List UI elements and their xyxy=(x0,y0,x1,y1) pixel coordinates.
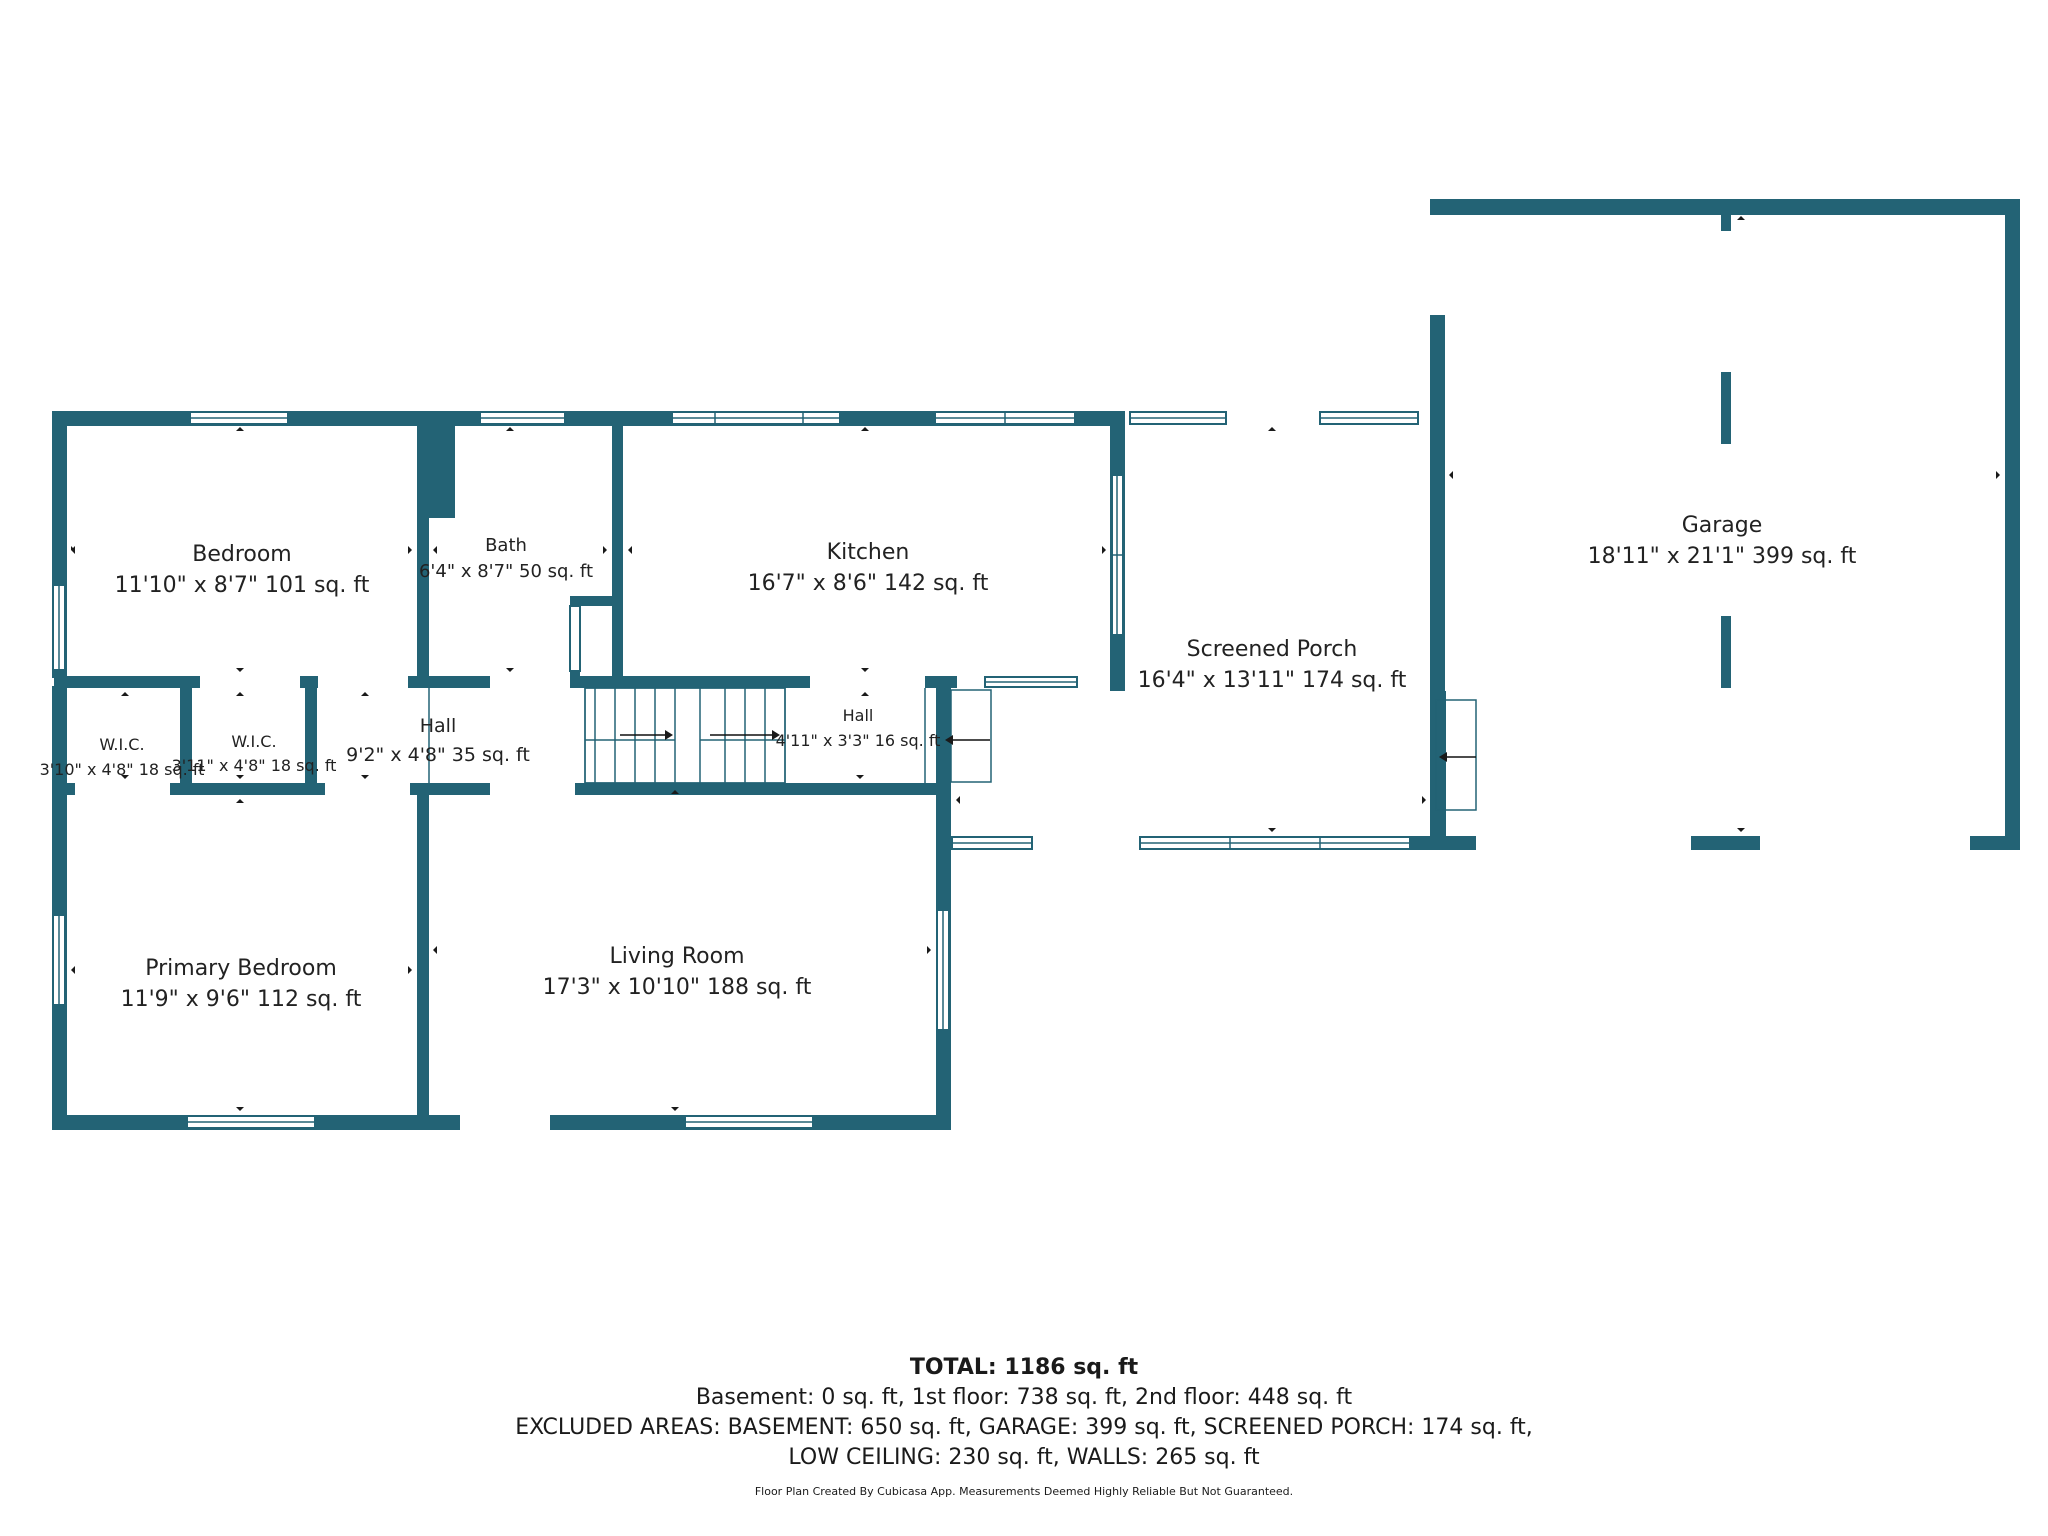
total-area: TOTAL: 1186 sq. ft xyxy=(909,1355,1139,1380)
room-name-wic-2: W.I.C. xyxy=(231,732,276,751)
excluded-areas-line-1: EXCLUDED AREAS: BASEMENT: 650 sq. ft, GA… xyxy=(515,1415,1533,1440)
room-dims-wic-1: 3'10" x 4'8" 18 sq. ft xyxy=(40,760,205,779)
room-dims-wic-2: 3'11" x 4'8" 18 sq. ft xyxy=(172,756,337,775)
room-dims-bath: 6'4" x 8'7" 50 sq. ft xyxy=(419,561,593,582)
stair-arrows xyxy=(620,730,1476,762)
dimension-ticks xyxy=(71,216,2000,1111)
room-name-kitchen: Kitchen xyxy=(827,540,910,565)
room-dims-hall-2: 4'11" x 3'3" 16 sq. ft xyxy=(776,731,941,750)
room-dims-living-room: 17'3" x 10'10" 188 sq. ft xyxy=(543,975,812,1000)
floor-areas: Basement: 0 sq. ft, 1st floor: 738 sq. f… xyxy=(695,1385,1353,1410)
room-dims-garage: 18'11" x 21'1" 399 sq. ft xyxy=(1588,544,1857,569)
windows xyxy=(52,411,1419,1129)
room-name-screened-porch: Screened Porch xyxy=(1187,637,1358,662)
door-openings xyxy=(52,215,1970,1130)
room-dims-bedroom: 11'10" x 8'7" 101 sq. ft xyxy=(115,573,370,598)
thresholds xyxy=(314,687,1477,811)
excluded-areas-line-2: LOW CEILING: 230 sq. ft, WALLS: 265 sq. … xyxy=(788,1445,1260,1470)
room-dims-hall-1: 9'2" x 4'8" 35 sq. ft xyxy=(346,744,530,766)
area-summary: TOTAL: 1186 sq. ft Basement: 0 sq. ft, 1… xyxy=(0,1353,2048,1498)
room-name-hall-2: Hall xyxy=(843,706,874,725)
room-name-hall-1: Hall xyxy=(420,715,457,737)
room-name-bedroom: Bedroom xyxy=(192,542,292,567)
room-name-living-room: Living Room xyxy=(609,944,744,969)
room-dims-primary-bedroom: 11'9" x 9'6" 112 sq. ft xyxy=(121,987,362,1012)
room-name-primary-bedroom: Primary Bedroom xyxy=(145,956,337,981)
room-name-bath: Bath xyxy=(485,535,527,556)
credit-note: Floor Plan Created By Cubicasa App. Meas… xyxy=(754,1485,1294,1498)
room-dims-screened-porch: 16'4" x 13'11" 174 sq. ft xyxy=(1138,668,1407,693)
room-name-wic-1: W.I.C. xyxy=(99,735,144,754)
room-name-garage: Garage xyxy=(1682,513,1763,538)
room-labels: Bedroom 11'10" x 8'7" 101 sq. ft Bath 6'… xyxy=(40,513,1857,1012)
room-dims-kitchen: 16'7" x 8'6" 142 sq. ft xyxy=(748,571,989,596)
